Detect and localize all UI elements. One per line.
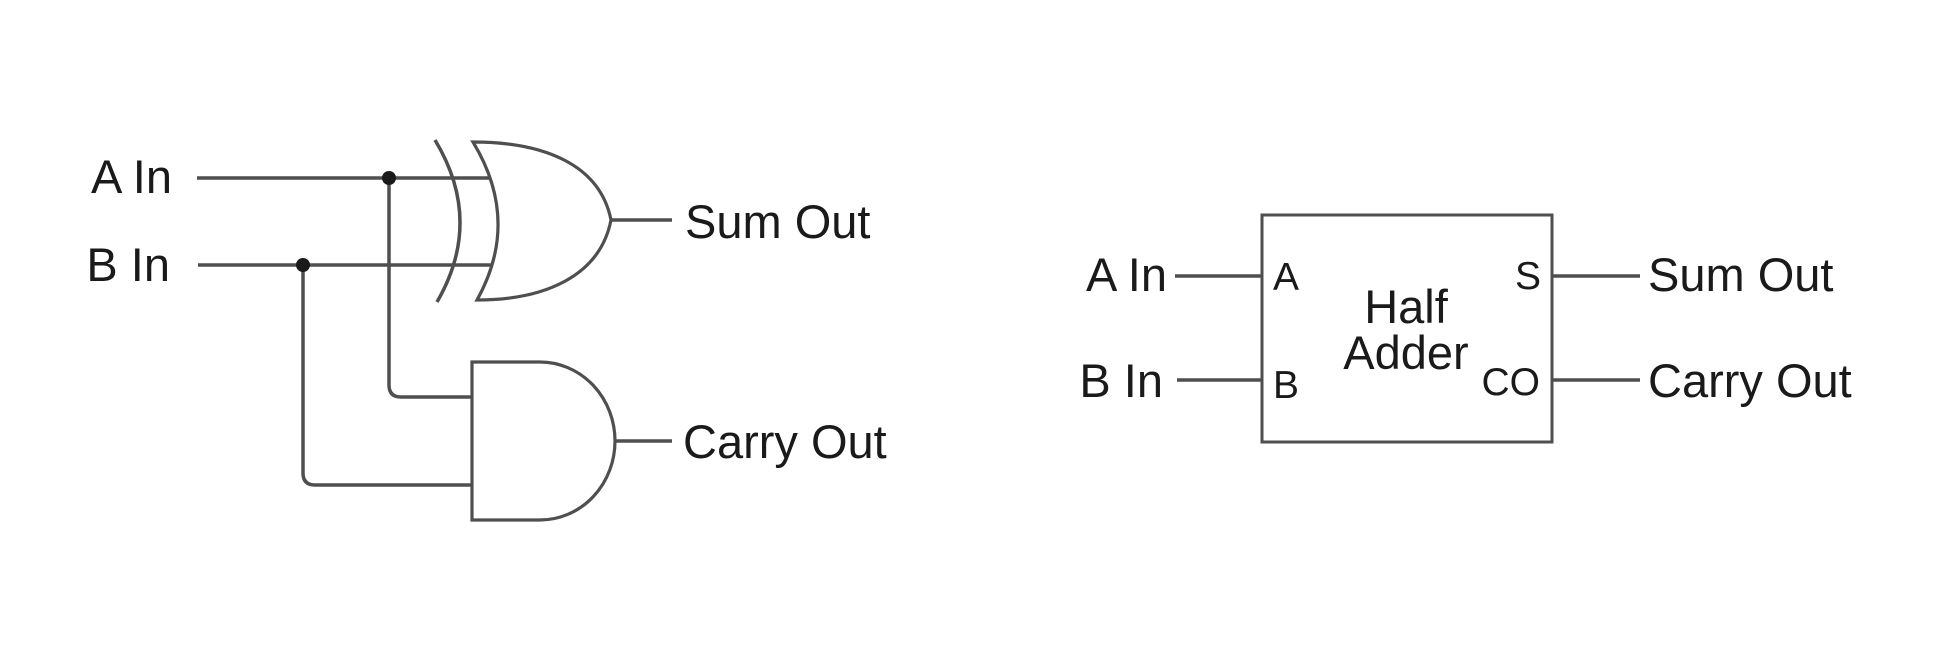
xor-gate-back-arc-icon: [433, 139, 462, 303]
half-adder-block: [1260, 213, 1554, 444]
port-a-label: A: [1273, 256, 1299, 299]
gate-circuit-strokes: [197, 139, 672, 522]
block-title-line1: Half: [1364, 280, 1449, 333]
wire-branch-b-to-and: [301, 265, 474, 487]
block-title-line2: Adder: [1343, 326, 1468, 379]
carry-out-label: Carry Out: [683, 415, 887, 468]
block-input-b-label: B In: [1079, 354, 1163, 407]
port-s-label: S: [1515, 255, 1541, 298]
xor-gate-icon: [470, 140, 613, 302]
gate-circuit-labels: A In B In Sum Out Carry Out: [86, 150, 886, 468]
block-input-a-label: A In: [1086, 248, 1167, 301]
and-gate-icon: [470, 360, 617, 522]
block-carry-out-label: Carry Out: [1648, 354, 1852, 407]
block-diagram-strokes: [1175, 213, 1640, 444]
sum-out-label: Sum Out: [685, 195, 870, 248]
input-a-label: A In: [91, 150, 172, 203]
wire-branch-a-to-and: [387, 178, 474, 399]
junction-dot-b: [296, 258, 310, 272]
port-co-label: CO: [1482, 361, 1541, 404]
block-diagram-labels: A In B In A B S CO Half Adder Sum Out Ca…: [1079, 248, 1851, 407]
junction-dot-a: [382, 171, 396, 185]
block-sum-out-label: Sum Out: [1648, 248, 1833, 301]
port-b-label: B: [1273, 364, 1299, 407]
input-b-label: B In: [86, 238, 170, 291]
